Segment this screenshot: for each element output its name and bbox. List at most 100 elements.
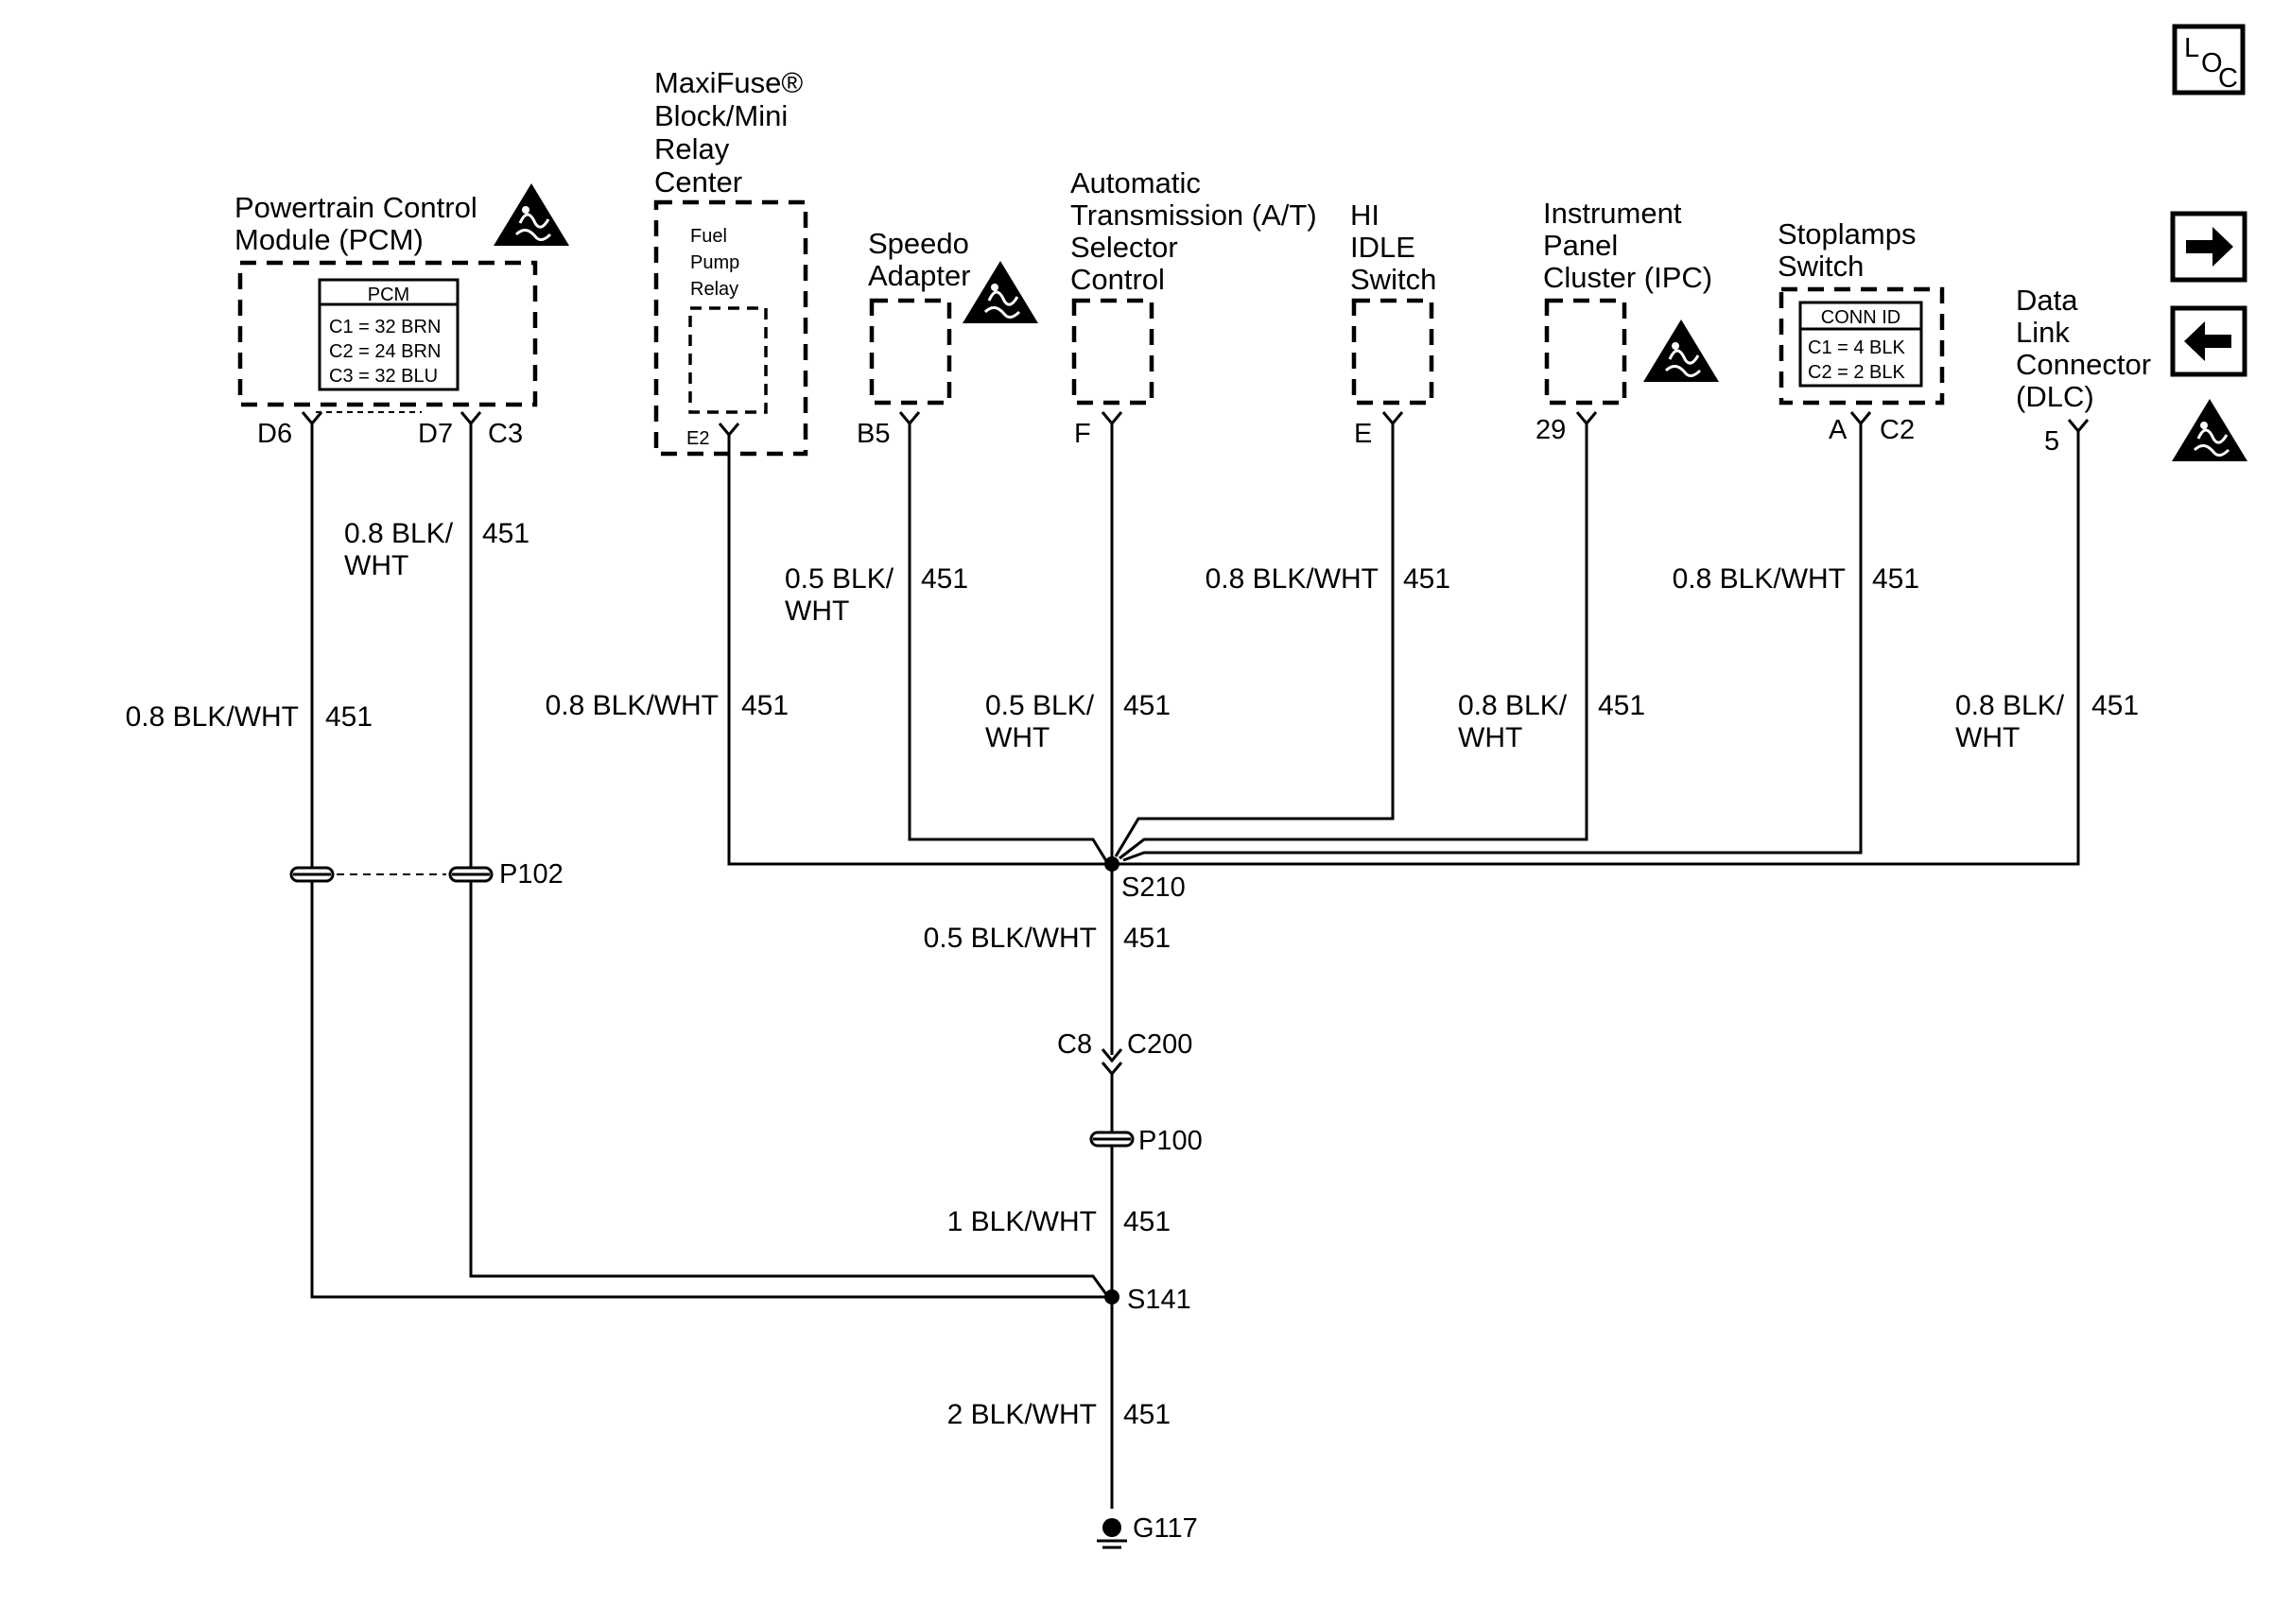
wire-circuit-at: 451 — [1123, 690, 1171, 721]
wire-circuit-s210-out: 451 — [1123, 923, 1171, 954]
wire-circuit-ground: 451 — [1123, 1399, 1171, 1430]
ipc-component: Instrument Panel Cluster (IPC) 29 — [1536, 197, 1721, 445]
wire-pcm-d7 — [469, 423, 1110, 1298]
pcm-title-line-1: Powertrain Control — [234, 191, 477, 224]
wire-label-dlc: WHT — [1955, 722, 2020, 753]
wire-ipc — [1119, 423, 1588, 860]
fuel-pump-relay-label: Fuel — [690, 226, 727, 247]
maxifuse-title: Block/Mini — [654, 99, 788, 132]
pcm-conn-row: C2 = 24 BRN — [329, 341, 441, 362]
hi-idle-title: HI — [1350, 199, 1379, 232]
maxifuse-component: MaxiFuse® Block/Mini Relay Center Fuel P… — [653, 66, 808, 457]
loc-o: O — [2201, 48, 2223, 78]
pcm-pin-d6: D6 — [257, 419, 292, 449]
esd-caution-icon — [1641, 318, 1721, 384]
wire-label-at: 0.5 BLK/ — [985, 690, 1095, 721]
esd-caution-icon — [2170, 397, 2249, 463]
at-selector-title: Transmission (A/T) — [1070, 199, 1317, 232]
wire-circuit-fuse: 451 — [741, 690, 789, 721]
connector-p102 — [289, 866, 494, 883]
wire-label-dlc: 0.8 BLK/ — [1955, 690, 2065, 721]
wire-circuit-pcm-d6: 451 — [325, 701, 373, 733]
hi-idle-pin-e: E — [1354, 419, 1372, 449]
dlc-title: (DLC) — [2016, 380, 2094, 413]
stoplamps-conn-row: C1 = 4 BLK — [1808, 337, 1906, 358]
pcm-component: Powertrain Control Module (PCM) PCM C1 =… — [234, 181, 571, 449]
wire-stoplamps — [1122, 423, 1863, 862]
pcm-conn-row: C1 = 32 BRN — [329, 317, 441, 337]
wire-label-stoplamps: 0.8 BLK/WHT — [1673, 563, 1846, 595]
ipc-title: Cluster (IPC) — [1543, 261, 1712, 294]
maxifuse-pin-e2: E2 — [686, 428, 709, 449]
fuel-pump-relay-label: Pump — [690, 252, 739, 273]
wire-circuit-speedo: 451 — [921, 563, 968, 595]
stoplamps-pin-c2: C2 — [1880, 415, 1915, 445]
wire-label-hi-idle: 0.8 BLK/WHT — [1206, 563, 1379, 595]
connector-p102-label: P102 — [499, 859, 564, 890]
wire-labels: 0.8 BLK/WHT 451 0.8 BLK/ WHT 451 0.8 BLK… — [126, 518, 2139, 1430]
wire-label-fuse: 0.8 BLK/WHT — [546, 690, 719, 721]
ground-g117-label: G117 — [1133, 1513, 1198, 1544]
loc-l: L — [2184, 33, 2199, 63]
speedo-pin-b5: B5 — [857, 419, 890, 449]
speedo-title: Speedo — [868, 227, 969, 260]
pcm-title-line-2: Module (PCM) — [234, 223, 424, 256]
stoplamps-switch-component: Stoplamps Switch CONN ID C1 = 4 BLK C2 =… — [1778, 217, 1945, 445]
hi-idle-switch-component: HI IDLE Switch E — [1350, 199, 1436, 449]
dlc-title: Link — [2016, 316, 2070, 349]
splice-s141-label: S141 — [1127, 1285, 1191, 1315]
maxifuse-title: Relay — [654, 132, 730, 165]
wire-pcm-d6 — [310, 423, 1108, 1299]
at-selector-title: Automatic — [1070, 166, 1201, 199]
dlc-title: Data — [2016, 284, 2078, 317]
arrow-left-icon[interactable] — [2170, 305, 2247, 377]
wire-label-at: WHT — [985, 722, 1050, 753]
wire-circuit-hi-idle: 451 — [1403, 563, 1450, 595]
wire-fuse-e2 — [727, 435, 1108, 866]
wire-dlc — [1112, 431, 2080, 866]
hi-idle-title: IDLE — [1350, 231, 1415, 264]
wire-harness — [310, 423, 2080, 1509]
pcm-conn-id-table — [318, 278, 460, 391]
wire-label-ipc: 0.8 BLK/ — [1458, 690, 1568, 721]
wire-label-ipc: WHT — [1458, 722, 1522, 753]
splice-s141 — [1104, 1289, 1119, 1304]
at-selector-component: Automatic Transmission (A/T) Selector Co… — [1070, 166, 1317, 449]
connector-p100-label: P100 — [1138, 1126, 1203, 1156]
speedo-title: Adapter — [868, 259, 971, 292]
connector-c200-pin: C8 — [1057, 1029, 1092, 1060]
dlc-pin-5: 5 — [2044, 426, 2059, 457]
wire-circuit-stoplamps: 451 — [1872, 563, 1919, 595]
connector-p100 — [1089, 1131, 1135, 1148]
wire-label-speedo: WHT — [785, 596, 849, 627]
ipc-title: Instrument — [1543, 197, 1682, 230]
speedo-adapter-component: Speedo Adapter B5 — [857, 227, 1040, 449]
location-icon: L O C — [2172, 24, 2246, 95]
maxifuse-title: MaxiFuse® — [654, 66, 803, 99]
stoplamps-conn-id-table — [1798, 301, 1923, 388]
wire-hi-idle — [1114, 423, 1395, 857]
fuel-pump-relay-label: Relay — [690, 279, 738, 300]
wire-circuit-ipc: 451 — [1598, 690, 1645, 721]
wire-label-pcm-d7: WHT — [344, 550, 408, 581]
wire-label-pcm-d7: 0.8 BLK/ — [344, 518, 454, 549]
esd-caution-icon — [492, 181, 571, 248]
wire-label-ground: 2 BLK/WHT — [947, 1399, 1097, 1430]
stoplamps-conn-row: C2 = 2 BLK — [1808, 362, 1906, 383]
wire-label-p100-out: 1 BLK/WHT — [947, 1206, 1097, 1237]
dlc-title: Connector — [2016, 348, 2151, 381]
wire-circuit-p100-out: 451 — [1123, 1206, 1171, 1237]
wire-circuit-dlc: 451 — [2091, 690, 2139, 721]
wire-circuit-pcm-d7: 451 — [482, 518, 529, 549]
at-selector-title: Control — [1070, 263, 1165, 296]
pcm-conn-header: PCM — [368, 285, 409, 305]
pcm-conn-row: C3 = 32 BLU — [329, 366, 438, 387]
maxifuse-title: Center — [654, 165, 742, 199]
hi-idle-title: Switch — [1350, 263, 1436, 296]
wire-speedo — [908, 423, 1110, 865]
arrow-right-icon[interactable] — [2170, 211, 2247, 283]
pcm-pin-d7: D7 — [418, 419, 453, 449]
connector-c200-label: C200 — [1127, 1029, 1192, 1060]
at-selector-pin-f: F — [1074, 419, 1091, 449]
